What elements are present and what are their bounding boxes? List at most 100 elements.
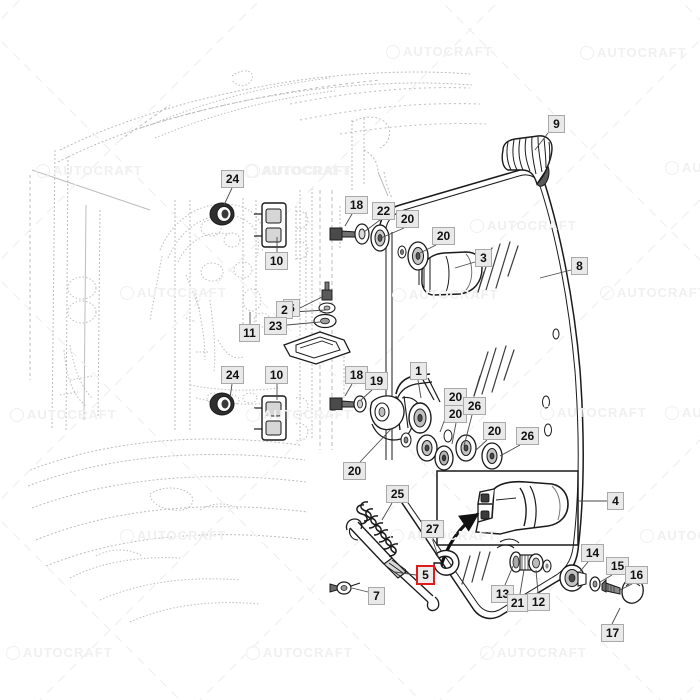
leader-line-20 <box>380 227 405 239</box>
watermark-autocraft: AUTOCRAFT <box>540 405 647 420</box>
callout-10[interactable]: 10 <box>265 366 288 384</box>
watermark-label: AUTOCRAFT <box>657 528 700 543</box>
watermark-label: AUTOCRAFT <box>682 160 700 175</box>
ring-logo-icon <box>665 160 679 175</box>
ring-logo-icon <box>665 405 679 420</box>
part-3-handle <box>418 251 483 296</box>
watermark-label: AUTOCRAFT <box>263 407 353 422</box>
callout-10[interactable]: 10 <box>265 252 288 270</box>
leader-line-8 <box>539 269 572 279</box>
watermark-label: AUTOCRAFT <box>27 407 117 422</box>
leader-line-20 <box>359 427 393 463</box>
callout-4[interactable]: 4 <box>607 492 624 510</box>
callout-22[interactable]: 22 <box>372 202 395 220</box>
leader-line-25 <box>381 502 393 521</box>
callout-9[interactable]: 9 <box>548 115 565 133</box>
callout-25[interactable]: 25 <box>386 485 409 503</box>
callout-20[interactable]: 20 <box>444 405 467 423</box>
ring-logo-icon <box>36 163 50 178</box>
watermark-label: AUTOCRAFT <box>487 218 577 233</box>
callout-5[interactable]: 5 <box>416 565 435 585</box>
callout-7[interactable]: 7 <box>368 587 385 605</box>
watermark-autocraft: AUTOCRAFT <box>246 645 353 660</box>
callout-17[interactable]: 17 <box>601 624 624 642</box>
callout-26[interactable]: 26 <box>516 427 539 445</box>
callout-27[interactable]: 27 <box>421 520 444 538</box>
watermark-autocraft: AUTOCRAFT <box>36 163 143 178</box>
leader-line-21 <box>519 569 525 595</box>
callout-21[interactable]: 21 <box>507 594 528 612</box>
watermark-autocraft: AUTOCRAFT <box>480 645 587 660</box>
watermark-autocraft: AUTOCRAFT <box>470 218 577 233</box>
leader-line-20 <box>451 422 457 445</box>
watermark-label: AUTOCRAFT <box>682 405 700 420</box>
ring-logo-icon <box>246 163 260 178</box>
watermark-autocraft: AUTOCRAFT <box>386 44 493 59</box>
callout-18[interactable]: 18 <box>345 196 368 214</box>
leader-line-12 <box>535 569 539 594</box>
leader-line-13 <box>504 565 514 586</box>
leader-line-24 <box>223 187 233 206</box>
callout-11[interactable]: 11 <box>239 324 260 342</box>
watermark-label: AUTOCRAFT <box>403 44 493 59</box>
callout-14[interactable]: 14 <box>581 544 604 562</box>
ring-logo-icon <box>390 528 404 543</box>
watermark-label: AUTOCRAFT <box>409 287 499 302</box>
watermark-label: AUTOCRAFT <box>23 645 113 660</box>
watermark-autocraft: AUTOCRAFT <box>665 405 700 420</box>
part-9-seal <box>501 135 553 187</box>
watermark-label: AUTOCRAFT <box>263 163 353 178</box>
callout-1[interactable]: 1 <box>410 362 427 380</box>
leader-line-16 <box>619 583 633 591</box>
leader-line-1 <box>417 379 422 399</box>
ring-logo-icon <box>540 405 554 420</box>
watermark-label: AUTOCRAFT <box>617 285 700 300</box>
leader-line-5 <box>394 571 417 576</box>
fastener-group-top <box>329 223 429 271</box>
callout-12[interactable]: 12 <box>527 593 550 611</box>
leader-line-14 <box>576 561 589 576</box>
ring-logo-icon <box>600 285 614 300</box>
ring-logo-icon <box>10 407 24 422</box>
watermark-label: AUTOCRAFT <box>53 163 143 178</box>
callout-19[interactable]: 19 <box>365 372 388 390</box>
callout-26[interactable]: 26 <box>463 397 486 415</box>
watermark-autocraft: AUTOCRAFT <box>246 407 353 422</box>
watermark-label: AUTOCRAFT <box>497 645 587 660</box>
ring-logo-icon <box>120 285 134 300</box>
ring-logo-icon <box>6 645 20 660</box>
callout-3[interactable]: 3 <box>475 249 492 267</box>
callout-15[interactable]: 15 <box>606 557 629 575</box>
watermark-label: AUTOCRAFT <box>263 645 353 660</box>
watermark-label: AUTOCRAFT <box>137 528 227 543</box>
part-4-latch-detail-box <box>436 470 579 546</box>
ring-logo-icon <box>246 407 260 422</box>
ring-logo-icon <box>480 645 494 660</box>
watermark-label: AUTOCRAFT <box>557 405 647 420</box>
callout-24[interactable]: 24 <box>221 366 244 384</box>
callout-8[interactable]: 8 <box>571 257 588 275</box>
callout-20[interactable]: 20 <box>432 227 455 245</box>
ring-logo-icon <box>246 645 260 660</box>
leader-line-6 <box>299 295 325 309</box>
watermark-autocraft: AUTOCRAFT <box>600 285 700 300</box>
part-10-striker-lower <box>254 395 287 441</box>
callout-18[interactable]: 18 <box>345 366 368 384</box>
callout-20[interactable]: 20 <box>483 422 506 440</box>
callout-20[interactable]: 20 <box>343 462 366 480</box>
leader-line-7 <box>351 587 369 593</box>
callout-24[interactable]: 24 <box>221 170 244 188</box>
leader-line-27 <box>431 537 439 557</box>
callout-23[interactable]: 23 <box>264 317 287 335</box>
part-10-striker-upper <box>254 202 287 248</box>
handle-hardware-group <box>559 564 644 604</box>
ring-logo-icon <box>120 528 134 543</box>
callout-20[interactable]: 20 <box>396 210 419 228</box>
small-hardware-group <box>283 281 351 365</box>
lock-cylinder-group <box>496 538 552 573</box>
callout-16[interactable]: 16 <box>625 566 648 584</box>
leader-line-23 <box>286 321 321 326</box>
watermark-autocraft: AUTOCRAFT <box>580 45 687 60</box>
